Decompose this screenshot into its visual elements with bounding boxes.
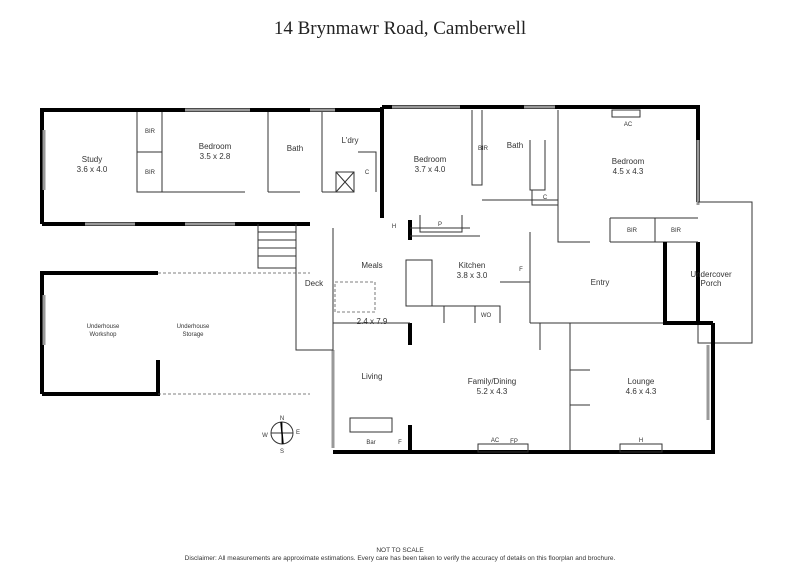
room-bir: BIR — [627, 228, 638, 234]
scale-note: NOT TO SCALE — [376, 547, 424, 554]
room-deck-name: Deck — [305, 279, 324, 288]
wall-oven: WO — [481, 313, 492, 319]
room-bath: Bath — [287, 144, 303, 153]
room-bedroom3-size: 4.5 x 4.3 — [613, 167, 644, 176]
bar: Bar — [366, 440, 375, 446]
room-pantry: P — [438, 222, 442, 228]
room-family-size: 5.2 x 4.3 — [477, 387, 508, 396]
room-entry: Entry — [591, 278, 610, 287]
svg-text:N: N — [280, 416, 284, 422]
room-lounge-name: Lounge — [628, 377, 655, 386]
fireplace: FP — [510, 439, 518, 445]
svg-text:E: E — [296, 430, 300, 436]
room-porch: Undercover — [690, 270, 732, 279]
room-bedroom2-size: 3.7 x 4.0 — [415, 165, 446, 174]
page-title: 14 Brynmawr Road, Camberwell — [273, 18, 527, 39]
room-bir: BIR — [145, 170, 156, 176]
room-study-name: Study — [82, 155, 102, 164]
room-laundry: L'dry — [341, 136, 358, 145]
svg-text:W: W — [262, 433, 268, 439]
room-kitchen-size: 3.8 x 3.0 — [457, 271, 488, 280]
ac-unit: AC — [491, 438, 500, 444]
room-cupboard: C — [543, 195, 548, 201]
room-bedroom2-name: Bedroom — [414, 155, 447, 164]
compass-icon: N S E W — [262, 416, 300, 455]
room-family-name: Family/Dining — [468, 377, 516, 386]
room-bedroom1-size: 3.5 x 2.8 — [200, 152, 231, 161]
room-porch: Porch — [701, 279, 722, 288]
room-bir: BIR — [671, 228, 682, 234]
room-lounge-size: 4.6 x 4.3 — [626, 387, 657, 396]
room-kitchen-name: Kitchen — [459, 261, 486, 270]
room-bedroom3-name: Bedroom — [612, 157, 645, 166]
room-bath: Bath — [507, 141, 523, 150]
fridge: F — [519, 267, 523, 273]
room-study-size: 3.6 x 4.0 — [77, 165, 108, 174]
room-cupboard: C — [365, 170, 370, 176]
heater: H — [639, 438, 643, 444]
heater: H — [392, 224, 396, 230]
svg-text:S: S — [280, 449, 284, 455]
room-bir: BIR — [478, 146, 489, 152]
room-storage: Storage — [182, 332, 204, 338]
walls — [40, 105, 753, 454]
room-deck-size: 2.4 x 7.9 — [357, 317, 388, 326]
disclaimer: Disclaimer: All measurements are approxi… — [184, 555, 616, 562]
fridge: F — [398, 440, 402, 446]
room-workshop: Workshop — [90, 332, 118, 338]
room-workshop: Underhouse — [87, 324, 120, 330]
ac-unit: AC — [624, 122, 633, 128]
room-storage: Underhouse — [177, 324, 210, 330]
room-bir: BIR — [145, 129, 156, 135]
room-living: Living — [362, 372, 383, 381]
room-meals: Meals — [361, 261, 382, 270]
room-bedroom1-name: Bedroom — [199, 142, 232, 151]
